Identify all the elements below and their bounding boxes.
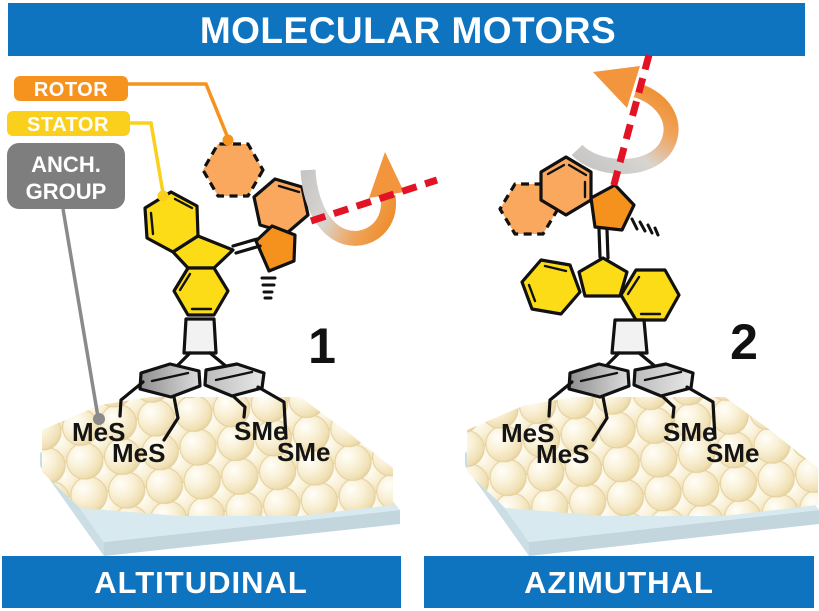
anchor-group-legend-box <box>7 143 125 209</box>
compound-number-1: 1 <box>308 318 336 374</box>
rotor-legend-label: ROTOR <box>34 79 108 101</box>
gold-nanoparticle-array-left <box>42 397 393 516</box>
panel-left-labels: 1 MeS MeS SMe SMe <box>72 318 336 468</box>
central-double-bond <box>231 237 262 255</box>
stator-legend-label: STATOR <box>27 114 109 136</box>
rotation-arrow-ribbon <box>300 169 397 246</box>
methyl-hash-wedge <box>260 276 277 300</box>
stator-callout-line <box>130 121 165 194</box>
tripod-bonds <box>603 351 658 369</box>
title-banner: MOLECULAR MOTORS <box>8 3 805 56</box>
title-banner-bg <box>8 3 805 56</box>
stator-five-ring <box>577 256 629 298</box>
anchor-ring-left <box>567 362 631 399</box>
aromatic-bond <box>579 371 619 383</box>
slab-front-face <box>529 510 819 556</box>
thioether-label: MeS <box>536 439 589 469</box>
tripod-bonds <box>174 351 229 369</box>
rotor-cyclopentene-ring <box>254 224 297 273</box>
caption-banner-right: AZIMUTHAL <box>424 556 814 608</box>
molecule-1 <box>118 142 310 442</box>
anchor-group-legend-label-line1: ANCH. <box>31 152 101 177</box>
aromatic-bond <box>214 370 254 382</box>
thioether-label: SMe <box>234 416 287 446</box>
gold-nanoparticle-array-right <box>467 397 818 516</box>
panel-right-labels: 2 MeS MeS SMe SMe <box>501 314 759 469</box>
aromatic-bond <box>527 264 568 303</box>
thioether-label: SMe <box>706 438 759 468</box>
anchor-phenyl-edge <box>182 317 218 355</box>
aromatic-bond <box>643 370 683 382</box>
thioether-bond <box>118 380 145 418</box>
rotor-legend-box <box>14 76 128 101</box>
anchor-ring-left <box>138 362 202 399</box>
rotor-dashed-ring <box>201 142 265 198</box>
thioether-label: SMe <box>277 437 330 467</box>
thioether-bond <box>162 395 180 442</box>
aromatic-bond <box>149 197 194 236</box>
aromatic-bond <box>178 272 213 311</box>
stator-legend-box <box>7 111 130 136</box>
stator-ring-left <box>520 258 582 316</box>
thioether-label: SMe <box>663 417 716 447</box>
molecule-2 <box>498 155 717 442</box>
legend: ROTOR STATOR ANCH. GROUP <box>7 76 234 425</box>
thioether-label: MeS <box>112 438 165 468</box>
caption-banner-bg <box>2 556 401 608</box>
anchor-callout-dot-icon <box>93 413 105 425</box>
thioether-bond <box>231 394 247 419</box>
anchor-ring-right <box>632 362 695 398</box>
aromatic-bond <box>626 275 662 316</box>
compound-number-2: 2 <box>730 314 758 370</box>
rotation-arrow-head <box>593 66 640 108</box>
rotor-benzene-ring <box>539 155 593 217</box>
rotation-arrow-ribbon <box>571 82 679 174</box>
rotation-arrow-head <box>369 152 404 198</box>
aromatic-bond <box>546 163 588 199</box>
thioether-bond <box>660 394 676 419</box>
anchor-callout-line <box>61 208 100 418</box>
anchor-ring-right <box>203 362 266 398</box>
thioether-label: MeS <box>72 417 125 447</box>
altitudinal-rotation-axis-icon <box>309 176 439 225</box>
altitudinal-rotation-arrow-icon <box>300 152 404 246</box>
aromatic-bond <box>150 371 190 383</box>
stator-ring-right <box>619 268 681 322</box>
methyl-hash-wedge <box>630 217 660 237</box>
azimuthal-rotation-arrow-icon <box>571 66 679 174</box>
thioether-bond <box>547 380 574 418</box>
rotor-cyclopentene-ring <box>589 183 636 232</box>
rotor-callout-line <box>128 82 230 139</box>
anchor-group-legend-label-line2: GROUP <box>26 179 107 204</box>
thioether-bond <box>256 385 288 440</box>
rotor-callout-dot-icon <box>222 134 234 146</box>
caption-banner-left: ALTITUDINAL <box>2 556 401 608</box>
central-double-bond <box>597 227 610 260</box>
slab-front-face <box>104 510 400 556</box>
thioether-label: MeS <box>501 418 554 448</box>
caption-banner-bg <box>424 556 814 608</box>
caption-azimuthal: AZIMUTHAL <box>524 565 714 600</box>
page-title: MOLECULAR MOTORS <box>200 10 616 51</box>
aromatic-bond <box>277 184 301 194</box>
caption-altitudinal: ALTITUDINAL <box>94 565 308 600</box>
thioether-bond <box>685 385 717 440</box>
stator-callout-dot-icon <box>157 190 169 202</box>
thioether-bond <box>591 395 609 442</box>
anchor-phenyl-edge <box>610 318 649 355</box>
